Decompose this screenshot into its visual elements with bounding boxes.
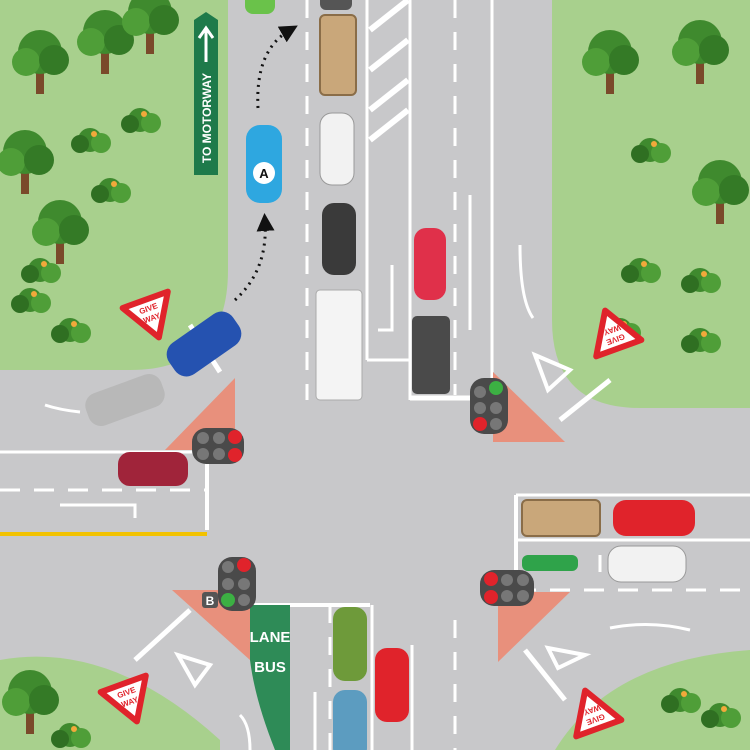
give-way-sign-bottom-left: GIVE WAY <box>97 672 149 725</box>
bus-lane-text-lane: LANE <box>250 629 291 646</box>
motorway-sign-text: TO MOTORWAY <box>200 73 214 163</box>
signal-b: B <box>202 557 256 611</box>
car-olive <box>333 607 367 681</box>
island-right <box>493 372 565 442</box>
motorway-sign: TO MOTORWAY <box>194 12 218 175</box>
car-blue-turning <box>166 311 242 377</box>
car-maroon <box>118 452 188 486</box>
motorcycle <box>522 555 578 571</box>
car-red-bottom <box>375 648 409 722</box>
car-black <box>322 203 356 275</box>
car-a-label: A <box>259 166 269 181</box>
signal-left <box>192 428 244 464</box>
vehicles: A <box>85 0 695 750</box>
car-top-silver <box>320 0 352 10</box>
car-red-1 <box>414 228 446 300</box>
path-arrow-lower <box>233 213 275 302</box>
car-silver-turning <box>85 374 165 426</box>
truck-tan <box>319 14 357 96</box>
car-teal-bottom <box>333 690 367 750</box>
island-bottom-right <box>498 592 570 662</box>
signal-b-label: B <box>206 594 215 608</box>
path-arrow-upper <box>256 25 298 109</box>
signal-top-right <box>470 378 508 434</box>
truck-dark <box>412 316 450 394</box>
car-top-green <box>245 0 275 14</box>
give-way-sign-bottom-right: GIVE WAY <box>573 687 625 740</box>
car-white-right <box>607 545 687 583</box>
bus-lane-text-bus: BUS <box>254 659 286 676</box>
grass-top-right <box>552 0 750 408</box>
give-way-sign-top-right: GIVE WAY <box>593 307 645 360</box>
bus-lane <box>250 605 290 750</box>
car-red-right <box>613 500 695 536</box>
box-truck-white <box>315 289 363 401</box>
give-way-sign-top-left: GIVE WAY <box>119 288 171 341</box>
signal-bottom-right <box>480 570 534 606</box>
car-white-1 <box>319 112 355 186</box>
truck-tan-right <box>521 499 601 537</box>
